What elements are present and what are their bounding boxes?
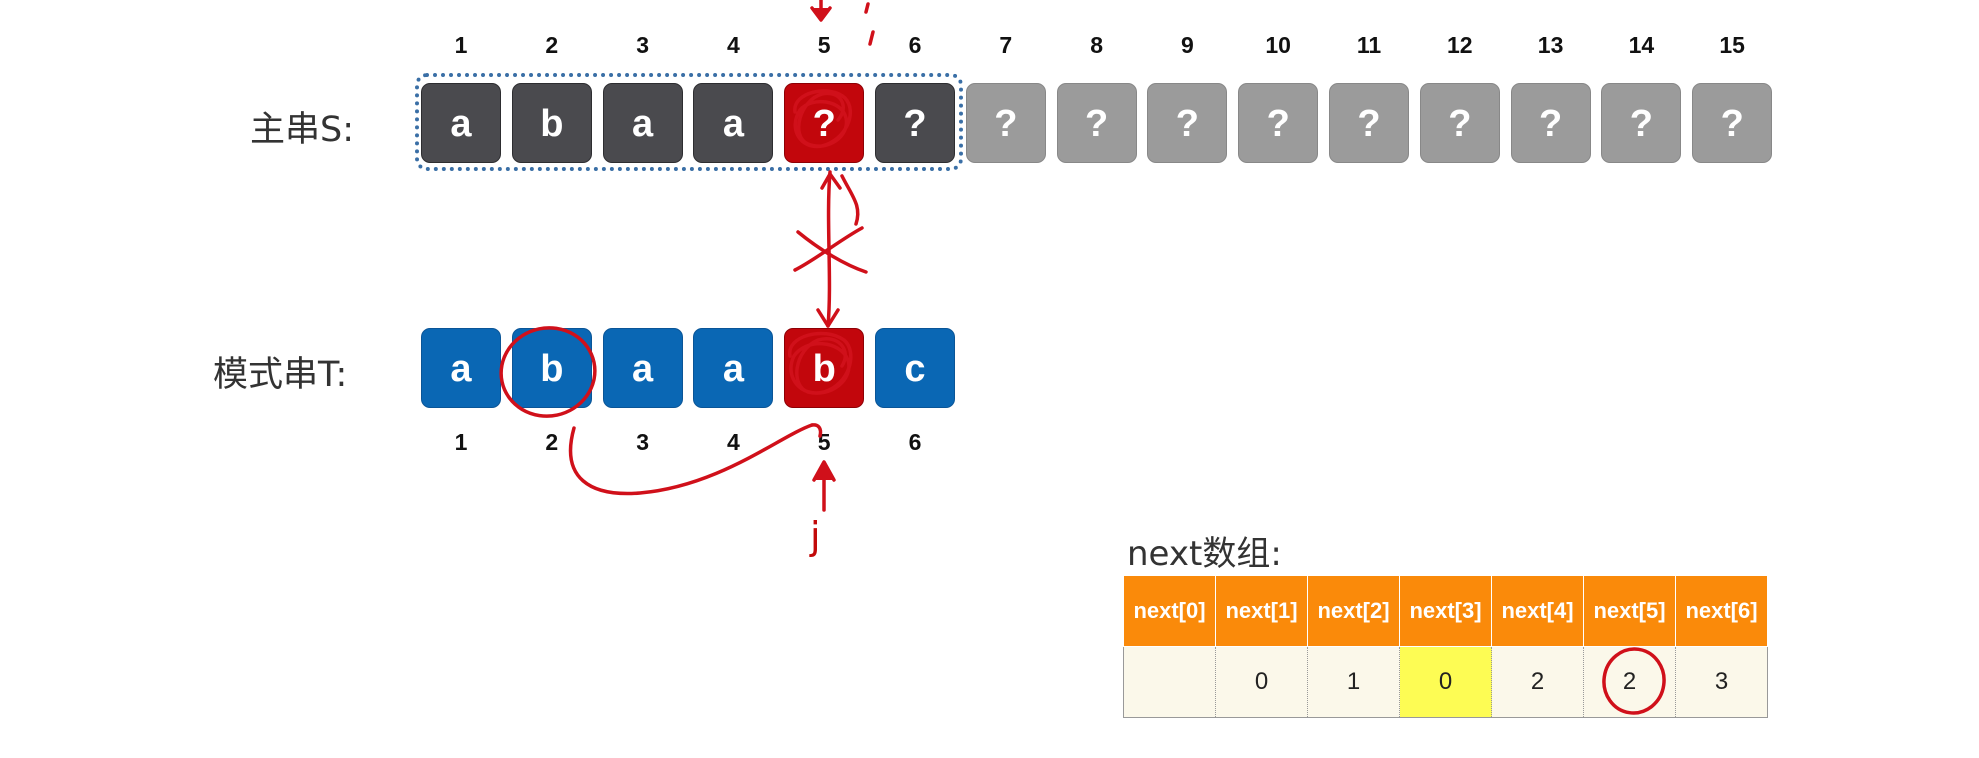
main-string-cell-3: a: [602, 83, 683, 163]
next-array-table: next[0]next[1]next[2]next[3]next[4]next[…: [1123, 575, 1768, 718]
j-pointer-head-icon: [812, 460, 836, 482]
main-string-index-7: 7: [999, 32, 1013, 58]
next-header-4: next[4]: [1491, 575, 1584, 647]
next-header-1: next[1]: [1215, 575, 1308, 647]
tick-mark-top-icon: [864, 2, 870, 14]
main-string-index-6: 6: [908, 32, 922, 58]
pattern-string-index-6: 6: [908, 429, 922, 455]
next-value-6: 3: [1675, 646, 1768, 718]
comparison-window: [415, 73, 963, 171]
main-string-cell-5: ?: [784, 83, 865, 163]
main-string-cell-10: ?: [1238, 83, 1319, 163]
pattern-string-index-2: 2: [545, 429, 559, 455]
pattern-string-cell-1: a: [421, 328, 501, 408]
next-header-3: next[3]: [1399, 575, 1492, 647]
main-string-cell-13: ?: [1510, 83, 1591, 163]
main-string-cell-2: b: [511, 83, 592, 163]
up-arrow-icon: [820, 172, 842, 190]
next-value-5: 2: [1583, 646, 1676, 718]
next-value-2: 1: [1307, 646, 1400, 718]
pattern-string-index-1: 1: [454, 429, 468, 455]
x-mark-icon: [796, 230, 868, 274]
next-header-5: next[5]: [1583, 575, 1676, 647]
pattern-string-cell-2: b: [511, 328, 592, 408]
pattern-string-index-4: 4: [726, 429, 740, 455]
pattern-string-index-3: 3: [636, 429, 649, 455]
main-string-cell-14: ?: [1601, 83, 1682, 163]
main-string-index-11: 11: [1356, 32, 1382, 58]
compare-line-icon: [826, 170, 832, 328]
pattern-string-cell-5: b: [784, 328, 865, 408]
top-arrow-head-icon: [810, 6, 832, 22]
next-header-2: next[2]: [1307, 575, 1400, 647]
main-string-index-8: 8: [1090, 32, 1103, 58]
main-string-cell-8: ?: [1056, 83, 1137, 163]
pattern-string-cell-3: a: [602, 328, 683, 408]
main-string-cell-12: ?: [1419, 83, 1500, 163]
pointer-j-label: j: [810, 514, 821, 558]
next-value-1: 0: [1215, 646, 1308, 718]
main-string-cell-6: ?: [875, 83, 955, 163]
pattern-string-index-5: 5: [817, 429, 831, 455]
main-string-label: 主串S:: [250, 110, 355, 150]
next-value-0: [1123, 646, 1216, 718]
main-string-cell-11: ?: [1329, 83, 1409, 163]
main-string-cell-7: ?: [965, 83, 1046, 163]
x-mark-stroke-icon: [793, 226, 864, 272]
main-string-index-12: 12: [1447, 32, 1473, 58]
main-string-index-4: 4: [726, 32, 740, 58]
main-string-index-1: 1: [454, 32, 468, 58]
main-string-index-9: 9: [1180, 32, 1194, 58]
main-string-cell-9: ?: [1147, 83, 1228, 163]
main-string-cell-4: a: [693, 83, 774, 163]
main-string-index-15: 15: [1719, 32, 1745, 58]
main-string-index-3: 3: [636, 32, 649, 58]
main-string-cell-1: a: [421, 83, 501, 163]
next-array-header-row: next[0]next[1]next[2]next[3]next[4]next[…: [1123, 575, 1768, 647]
pattern-string-label: 模式串T:: [213, 355, 348, 395]
next-header-0: next[0]: [1123, 575, 1216, 647]
next-array-title: next数组:: [1127, 534, 1282, 574]
main-string-index-14: 14: [1628, 32, 1655, 58]
main-string-index-5: 5: [817, 32, 831, 58]
main-string-index-10: 10: [1265, 32, 1291, 58]
main-string-index-2: 2: [545, 32, 559, 58]
next-header-6: next[6]: [1675, 575, 1768, 647]
down-arrow-icon: [816, 308, 840, 328]
tick-mark-icon: [868, 30, 875, 46]
pattern-string-cell-6: c: [875, 328, 955, 408]
next-value-4: 2: [1491, 646, 1584, 718]
pattern-string-cell-4: a: [693, 328, 774, 408]
main-string-cell-15: ?: [1692, 83, 1773, 163]
next-value-3: 0: [1399, 646, 1492, 718]
main-string-index-13: 13: [1537, 32, 1564, 58]
compare-line-right-icon: [840, 174, 860, 226]
